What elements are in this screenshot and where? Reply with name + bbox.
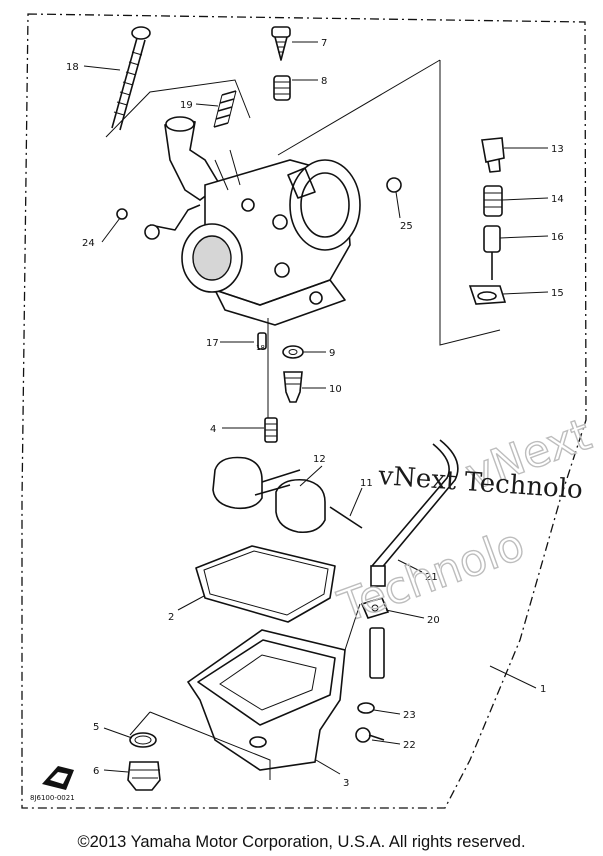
callout-9: 9 [329,348,335,359]
diagram-code: 8J6100-0021 [30,794,75,802]
part-12-float [212,456,326,534]
part-19-spring [213,90,237,128]
callout-12: 12 [313,454,326,465]
part-10-main-jet [283,371,303,403]
part-13-valve-seat [481,137,505,173]
callout-10: 10 [329,384,342,395]
callout-19: 19 [180,100,193,111]
callout-18-small: 18 [256,344,265,352]
callout-1: 1 [540,684,546,695]
callout-22: 22 [403,740,416,751]
part-16-needle [483,225,501,280]
callout-20: 20 [427,615,440,626]
callout-6: 6 [93,766,99,777]
book-icon [42,766,74,790]
callout-23: 23 [403,710,416,721]
part-hose-piece [369,627,385,679]
leader-bracket-bowl-right [344,603,361,651]
callout-8: 8 [321,76,327,87]
part-20-clamp [360,597,390,619]
callout-14: 14 [551,194,564,205]
callout-16: 16 [551,232,564,243]
callout-2: 2 [168,612,174,623]
part-4-jet [264,417,278,443]
callout-25: 25 [400,221,413,232]
callout-21: 21 [425,572,438,583]
callout-5: 5 [93,722,99,733]
part-15-clip [468,285,507,305]
part-8-spring [273,75,291,101]
watermark: vNext Technolo vNext Technolo [331,408,598,634]
part-carburetor-body [149,116,361,326]
part-11-pin [329,506,363,529]
part-24-screw [116,208,160,240]
part-23-washer [357,702,375,714]
part-9-washer [282,345,304,359]
callout-13: 13 [551,144,564,155]
part-7-pilot-screw [271,26,291,61]
callout-7: 7 [321,38,327,49]
callout-11: 11 [360,478,373,489]
part-2-gasket [195,545,336,623]
part-22-screw [355,727,385,743]
callout-18: 18 [66,62,79,73]
callout-17: 17 [206,338,219,349]
part-21-hose [370,439,459,587]
callout-24: 24 [82,238,95,249]
part-5-o-ring [129,732,157,748]
part-25-plug [386,177,402,193]
leader-bracket [105,79,251,138]
callout-15: 15 [551,288,564,299]
callout-4: 4 [210,424,216,435]
part-18-screw [111,26,151,131]
callout-3: 3 [343,778,349,789]
copyright-notice: ©2013 Yamaha Motor Corporation, U.S.A. A… [77,833,526,851]
part-6-drain-plug [127,761,161,791]
part-3-float-bowl [186,629,346,771]
carburetor-exploded-diagram: 18 19 7 8 24 25 13 14 16 15 17 18 9 [21,13,598,809]
callout-labels: 18 19 7 8 24 25 13 14 16 15 17 18 9 [66,38,564,789]
part-14-spring [483,185,503,217]
leader-bracket-bowl [129,711,271,780]
assembly-boundary [21,13,587,809]
part-17-jet [257,332,267,350]
leader-bracket-right [277,59,501,346]
